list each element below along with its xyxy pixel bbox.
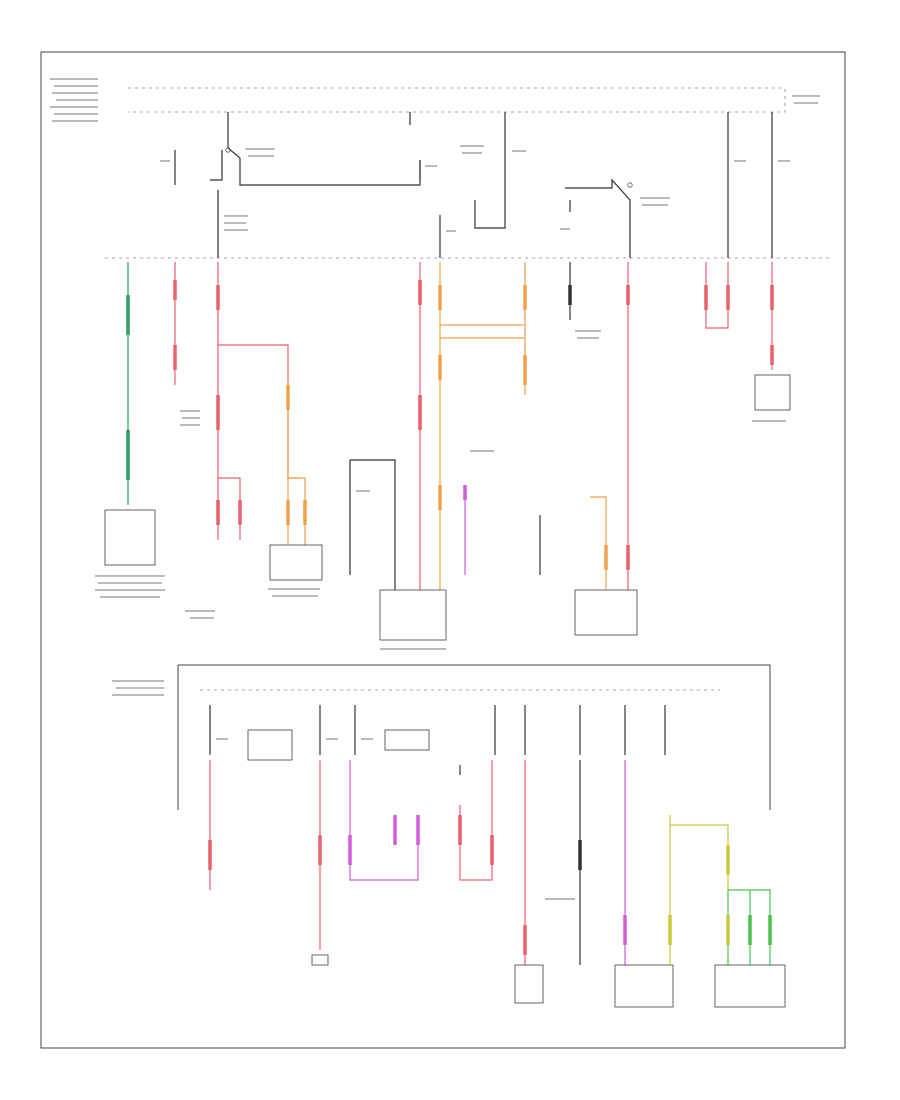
branch-green (95, 262, 165, 598)
sensor-box-center (349, 450, 494, 650)
relay-bottom-center (384, 729, 430, 751)
bottom-branch-black (545, 760, 582, 965)
branch-orange-1 (268, 380, 323, 597)
bottom-branch-red-loop (458, 760, 544, 1004)
branch-orange-2 (438, 262, 527, 590)
control-module-center (379, 589, 447, 641)
transmission-control-1 (614, 964, 674, 1008)
branch-red-right (539, 262, 638, 636)
bottom-branch-pink (348, 760, 420, 881)
branch-black-right (568, 262, 601, 339)
ground-device (754, 374, 791, 411)
branch-red-1 (173, 262, 200, 426)
battery-feed-label-top (792, 95, 820, 104)
bottom-branch-magenta (614, 760, 674, 1008)
bottom-fuse-block (112, 664, 771, 810)
branch-red-loop (704, 262, 730, 329)
bottom-branch-left (208, 760, 329, 966)
fuses-right-top (727, 112, 790, 258)
transmission-control-2 (714, 964, 786, 1008)
diagram-frame (40, 51, 846, 1049)
component-bottom-1 (514, 964, 544, 1004)
sensor-small (311, 954, 329, 966)
top-fuse-block (50, 78, 830, 259)
relay-left (160, 112, 421, 258)
branch-red-far-right (752, 262, 791, 422)
fuse-relay-center (409, 112, 526, 258)
connector-box-1 (269, 544, 323, 581)
top-block-label (50, 78, 98, 122)
bottom-branch-yellow (668, 815, 786, 1008)
relay-right (560, 178, 670, 258)
module-left (104, 509, 156, 566)
connector-box-2 (574, 589, 638, 636)
fuse-relay-bottom-left (247, 729, 293, 761)
